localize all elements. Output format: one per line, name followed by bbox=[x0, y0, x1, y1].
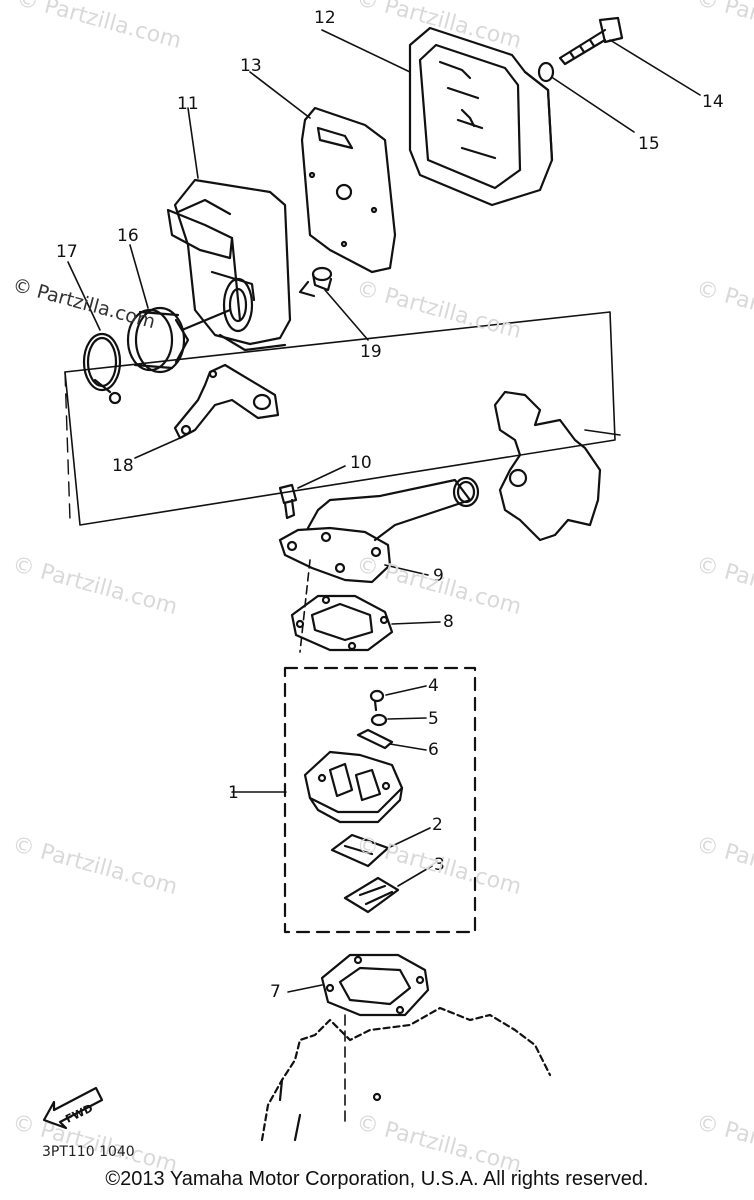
part-2-reed bbox=[330, 833, 390, 868]
callout-3: 3 bbox=[434, 855, 445, 875]
callout-9: 9 bbox=[433, 566, 444, 586]
part-6-stopper bbox=[356, 728, 394, 750]
callout-16: 16 bbox=[117, 226, 139, 246]
part-15-washer bbox=[537, 61, 555, 83]
part-5-washer bbox=[370, 713, 388, 727]
part-9-manifold bbox=[278, 476, 480, 584]
part-18-bracket bbox=[173, 363, 280, 440]
callout-1: 1 bbox=[228, 783, 239, 803]
part-4-screw bbox=[369, 689, 385, 712]
callout-2: 2 bbox=[432, 815, 443, 835]
part-10-bolt bbox=[278, 483, 298, 520]
forward-arrow-icon: FWD bbox=[40, 1080, 110, 1135]
part-7-gasket bbox=[320, 953, 430, 1017]
callout-14: 14 bbox=[702, 92, 724, 112]
callout-18: 18 bbox=[112, 456, 134, 476]
mounting-plane bbox=[64, 311, 616, 526]
callout-12: 12 bbox=[314, 8, 336, 28]
part-8-gasket bbox=[290, 594, 394, 652]
part-17-clamp bbox=[82, 332, 122, 405]
callout-10: 10 bbox=[350, 453, 372, 473]
callout-8: 8 bbox=[443, 612, 454, 632]
callout-4: 4 bbox=[428, 676, 439, 696]
callout-19: 19 bbox=[360, 342, 382, 362]
callout-13: 13 bbox=[240, 56, 262, 76]
callout-7: 7 bbox=[270, 982, 281, 1002]
part-13-plate bbox=[300, 106, 397, 274]
callout-6: 6 bbox=[428, 740, 439, 760]
part-14-bolt bbox=[558, 16, 624, 66]
part-12-cover bbox=[408, 26, 554, 207]
callout-17: 17 bbox=[56, 242, 78, 262]
part-1-assembly-box bbox=[283, 666, 477, 934]
engine-outline bbox=[493, 390, 602, 542]
copyright-footer: ©2013 Yamaha Motor Corporation, U.S.A. A… bbox=[105, 1168, 649, 1190]
callout-15: 15 bbox=[638, 134, 660, 154]
crankcase-outline bbox=[260, 1006, 552, 1142]
leader-lines bbox=[67, 29, 701, 1123]
reed-valve-block bbox=[303, 750, 404, 824]
part-19-screw bbox=[298, 266, 333, 298]
callout-5: 5 bbox=[428, 709, 439, 729]
drawing-code: 3PT110 1040 bbox=[42, 1144, 135, 1160]
callout-11: 11 bbox=[177, 94, 199, 114]
part-3-reed bbox=[343, 876, 400, 914]
part-16-funnel bbox=[126, 306, 232, 374]
part-11-airbox bbox=[166, 178, 292, 352]
